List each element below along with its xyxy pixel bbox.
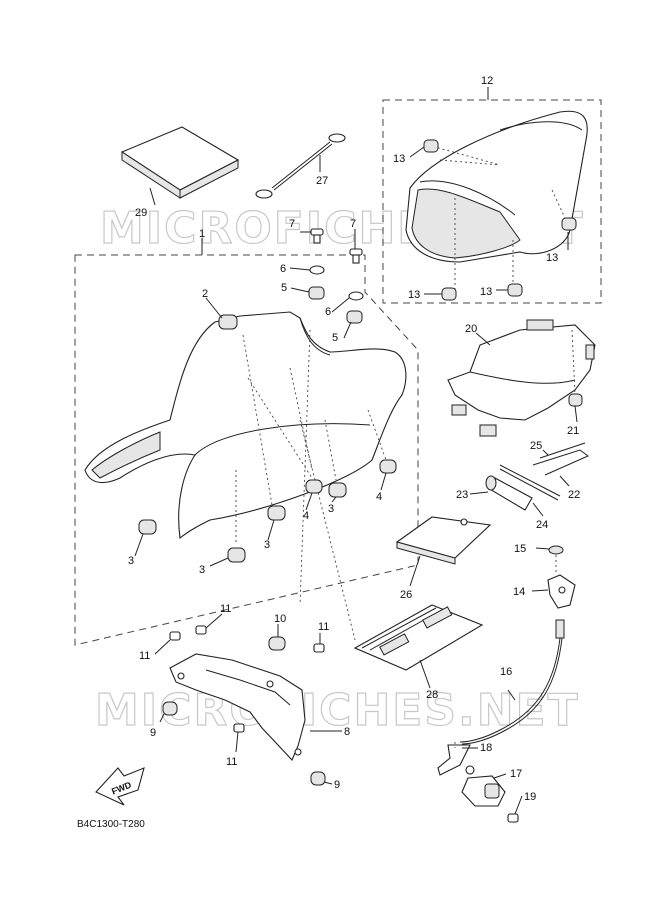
part-9-damper-b[interactable] (310, 771, 326, 786)
part-12-seat-cowl[interactable] (405, 110, 588, 263)
callout-10: 10 (274, 613, 286, 625)
part-3-damper-c[interactable] (227, 547, 246, 563)
callout-13a: 13 (393, 153, 405, 165)
part-8-seat-bracket[interactable] (169, 653, 306, 761)
part-7-bolt-b[interactable] (349, 248, 363, 264)
part-24-screwdriver[interactable] (499, 464, 561, 501)
callout-25: 25 (530, 440, 542, 452)
diagram-code: B4C1300-T280 (77, 819, 145, 830)
fwd-arrow-icon (95, 767, 145, 806)
part-6-collar-a[interactable] (309, 265, 325, 275)
part-10-damper[interactable] (268, 636, 286, 651)
callout-3c: 3 (199, 564, 205, 576)
callout-2: 2 (202, 288, 208, 300)
callout-6b: 6 (325, 306, 331, 318)
callout-22: 22 (568, 489, 580, 501)
part-13-damper-a[interactable] (423, 139, 439, 153)
part-7-bolt-a[interactable] (310, 228, 324, 244)
callout-14: 14 (513, 586, 525, 598)
callout-7b: 7 (350, 218, 356, 230)
part-11-bolt-b[interactable] (169, 631, 181, 641)
callout-27: 27 (316, 175, 328, 187)
callout-19: 19 (524, 791, 536, 803)
part-18-lever[interactable] (437, 744, 471, 776)
part-4-damper-a[interactable] (305, 479, 323, 494)
callout-9a: 9 (150, 727, 156, 739)
part-6-collar-b[interactable] (348, 291, 364, 301)
part-28-owners-manual[interactable] (353, 604, 484, 671)
part-25-hex-wrench[interactable] (539, 442, 586, 459)
part-5-damper-a[interactable] (308, 286, 325, 300)
part-16-seat-lock-cable[interactable] (459, 619, 565, 745)
callout-24: 24 (536, 519, 548, 531)
part-9-damper-a[interactable] (162, 701, 178, 716)
callout-11c: 11 (318, 621, 329, 633)
callout-3a: 3 (128, 555, 134, 567)
callout-5b: 5 (332, 332, 338, 344)
callout-11d: 11 (226, 756, 237, 768)
part-22-hex-wrench[interactable] (532, 449, 589, 476)
part-21-damper[interactable] (568, 393, 583, 407)
part-3-damper-a[interactable] (138, 519, 157, 535)
part-11-bolt-a[interactable] (195, 625, 207, 635)
seat-assembly-group-box (74, 254, 419, 646)
part-23-spark-plug-wrench[interactable] (485, 475, 533, 511)
part-27-wire[interactable] (255, 133, 346, 199)
callout-23: 23 (456, 489, 468, 501)
callout-16: 16 (500, 666, 512, 678)
callout-18: 18 (480, 742, 492, 754)
callout-11b: 11 (139, 650, 150, 662)
callout-7a: 7 (289, 218, 295, 230)
part-4-damper-b[interactable] (379, 459, 397, 474)
part-20-storage-tray[interactable] (447, 319, 596, 437)
part-11-bolt-c[interactable] (313, 643, 325, 653)
callout-15: 15 (514, 543, 526, 555)
callout-5a: 5 (281, 282, 287, 294)
part-13-damper-b[interactable] (561, 217, 577, 231)
part-15-nut[interactable] (548, 545, 564, 555)
callout-9b: 9 (334, 779, 340, 791)
callout-13c: 13 (408, 289, 420, 301)
part-26-tool-bag[interactable] (395, 516, 492, 565)
callout-17: 17 (510, 768, 522, 780)
callout-3d: 3 (328, 503, 334, 515)
callout-4a: 4 (303, 510, 309, 522)
callout-3b: 3 (264, 539, 270, 551)
callout-26: 26 (400, 589, 412, 601)
callout-8: 8 (344, 726, 350, 738)
single-seat-cowl-group-box (382, 99, 602, 304)
callout-21: 21 (567, 425, 579, 437)
part-1-seat[interactable] (84, 311, 407, 540)
callout-20: 20 (465, 323, 477, 335)
part-29-pad[interactable] (120, 126, 240, 199)
part-17-seat-lock[interactable] (461, 765, 506, 807)
callout-13b: 13 (546, 252, 558, 264)
callout-29: 29 (135, 207, 147, 219)
part-3-damper-b[interactable] (267, 505, 286, 521)
callout-28: 28 (426, 689, 438, 701)
part-19-screw[interactable] (507, 813, 519, 823)
callout-1: 1 (199, 228, 205, 240)
part-2-damper[interactable] (218, 314, 238, 330)
part-11-bolt-d[interactable] (233, 723, 245, 733)
part-13-damper-d[interactable] (507, 283, 523, 297)
part-3-damper-d[interactable] (328, 482, 347, 498)
callout-13d: 13 (480, 286, 492, 298)
part-13-damper-c[interactable] (441, 287, 457, 301)
callout-12: 12 (481, 75, 493, 87)
callout-4b: 4 (376, 491, 382, 503)
callout-6a: 6 (280, 263, 286, 275)
part-14-bracket[interactable] (547, 574, 576, 609)
part-5-damper-b[interactable] (346, 310, 363, 324)
callout-11a: 11 (220, 603, 231, 615)
